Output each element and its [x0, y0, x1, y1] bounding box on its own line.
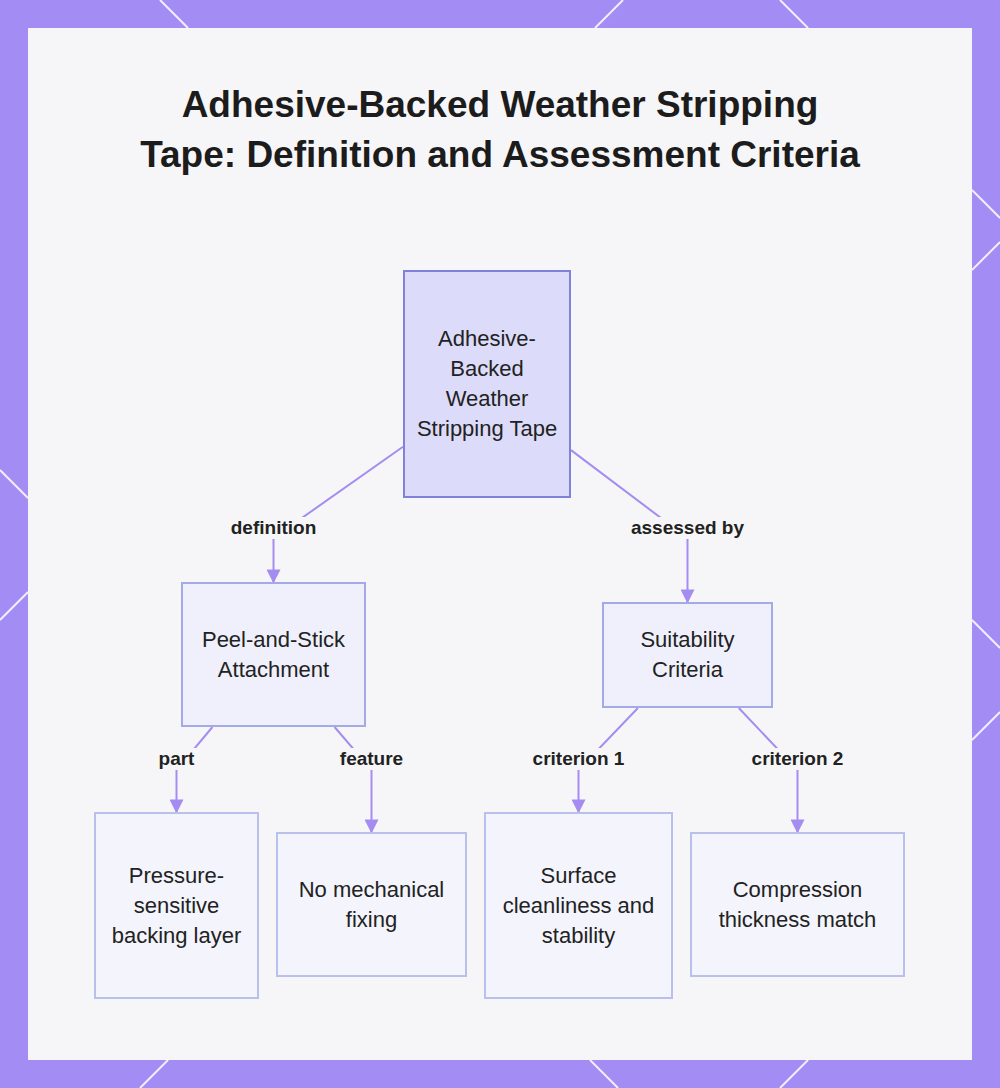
box-text-group: Pressure-sensitive backing layer	[106, 861, 247, 951]
edge-label: criterion 1	[530, 748, 628, 770]
edge-label: criterion 2	[749, 748, 847, 770]
concept-box: Pressure-sensitive backing layer	[94, 812, 259, 999]
box-text: Surface cleanliness and stability	[496, 861, 661, 951]
box-text: Adhesive-Backed Weather Stripping Tape	[415, 324, 559, 444]
concept-box: Suitability Criteria	[602, 602, 773, 708]
diagram-title: Adhesive-Backed Weather Stripping Tape: …	[140, 80, 860, 180]
box-text: Compression thickness match	[702, 875, 893, 935]
box-text: No mechanical fixing	[288, 875, 455, 935]
concept-box: Compression thickness match	[690, 832, 905, 977]
box-text-group: Suitability Criteria	[614, 625, 761, 685]
box-text-group: Peel-and-Stick Attachment	[193, 625, 354, 685]
concept-box: Adhesive-Backed Weather Stripping Tape	[403, 270, 571, 498]
connector-arrow	[335, 727, 372, 832]
box-text: Peel-and-Stick Attachment	[193, 625, 354, 685]
connector-arrow	[739, 708, 798, 832]
edge-label: part	[156, 748, 198, 770]
box-text-group: Surface cleanliness and stability	[496, 861, 661, 951]
concept-box: Surface cleanliness and stability	[484, 812, 673, 999]
box-text-group: Compression thickness match	[702, 875, 893, 935]
edge-label: definition	[228, 517, 319, 539]
box-text-group: Adhesive-Backed Weather Stripping Tape	[415, 324, 559, 444]
edge-label: feature	[337, 748, 406, 770]
box-text: Suitability Criteria	[614, 625, 761, 685]
connector-arrow	[274, 447, 404, 582]
box-text-group: No mechanical fixing	[288, 875, 455, 935]
edge-label: assessed by	[628, 517, 747, 539]
concept-box: No mechanical fixing	[276, 832, 467, 977]
concept-box: Peel-and-Stick Attachment	[181, 582, 366, 727]
box-text: Pressure-sensitive backing layer	[106, 861, 247, 951]
